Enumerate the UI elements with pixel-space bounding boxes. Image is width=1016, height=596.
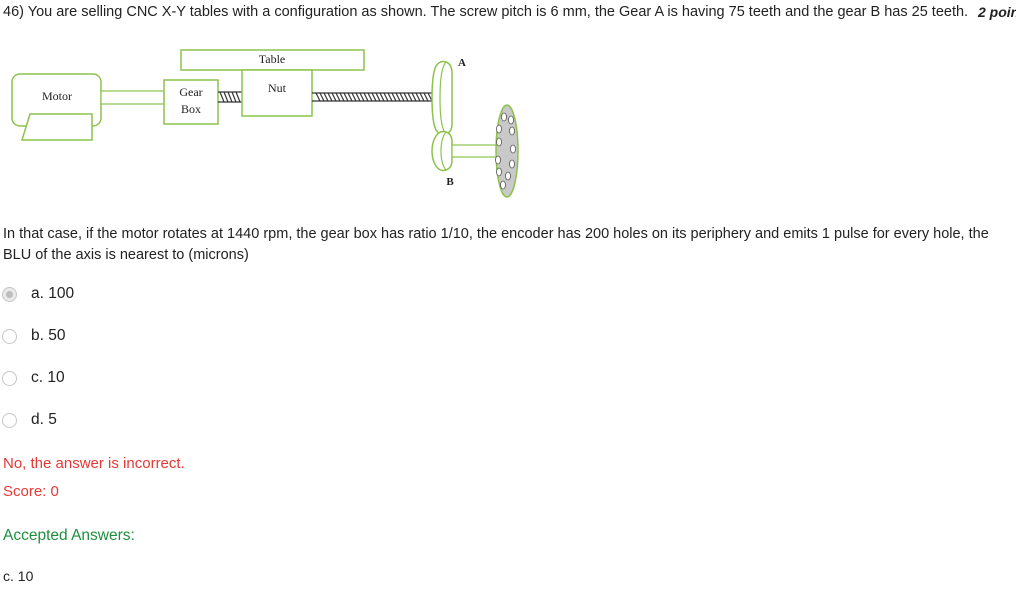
- question-body: In that case, if the motor rotates at 14…: [3, 226, 989, 263]
- question-text: 46) You are selling CNC X-Y tables with …: [3, 4, 969, 20]
- gear-b-label: B: [446, 176, 454, 188]
- gear-a-label: A: [458, 57, 466, 69]
- gear-box-label-1: Gear: [179, 85, 202, 99]
- option-c-radio[interactable]: [2, 370, 17, 386]
- score-text: Score: 0: [3, 483, 59, 500]
- gear-box-label-2: Box: [181, 102, 201, 116]
- lead-screw-left: [218, 91, 242, 103]
- accepted-answers-heading: Accepted Answers:: [3, 527, 135, 544]
- option-d-label: d. 5: [31, 411, 57, 428]
- nut-label: Nut: [268, 81, 287, 95]
- gear-b: [431, 130, 453, 172]
- table-label: Table: [259, 52, 285, 66]
- feedback-message: No, the answer is incorrect.: [3, 455, 185, 472]
- lead-screw-right: [312, 92, 437, 102]
- encoder-holes: [495, 112, 516, 190]
- option-c[interactable]: c. 10: [0, 366, 65, 390]
- option-b-label: b. 50: [31, 327, 66, 344]
- motor-label: Motor: [42, 89, 72, 103]
- option-c-label: c. 10: [31, 369, 65, 386]
- option-d-radio[interactable]: [2, 412, 17, 428]
- option-a-radio[interactable]: [2, 286, 17, 302]
- motor-base: [20, 113, 93, 141]
- accepted-answer: c. 10: [3, 568, 34, 584]
- points-label: 2 poin: [978, 4, 1016, 20]
- option-a[interactable]: a. 100: [0, 282, 74, 306]
- option-a-label: a. 100: [31, 285, 75, 302]
- option-b[interactable]: b. 50: [0, 324, 65, 348]
- motor-shaft: [100, 90, 165, 105]
- cnc-table-diagram: Motor Gear Box Table Nut A: [11, 49, 519, 198]
- option-b-radio[interactable]: [2, 328, 17, 344]
- option-d[interactable]: d. 5: [0, 408, 57, 432]
- gear-box: [163, 79, 219, 125]
